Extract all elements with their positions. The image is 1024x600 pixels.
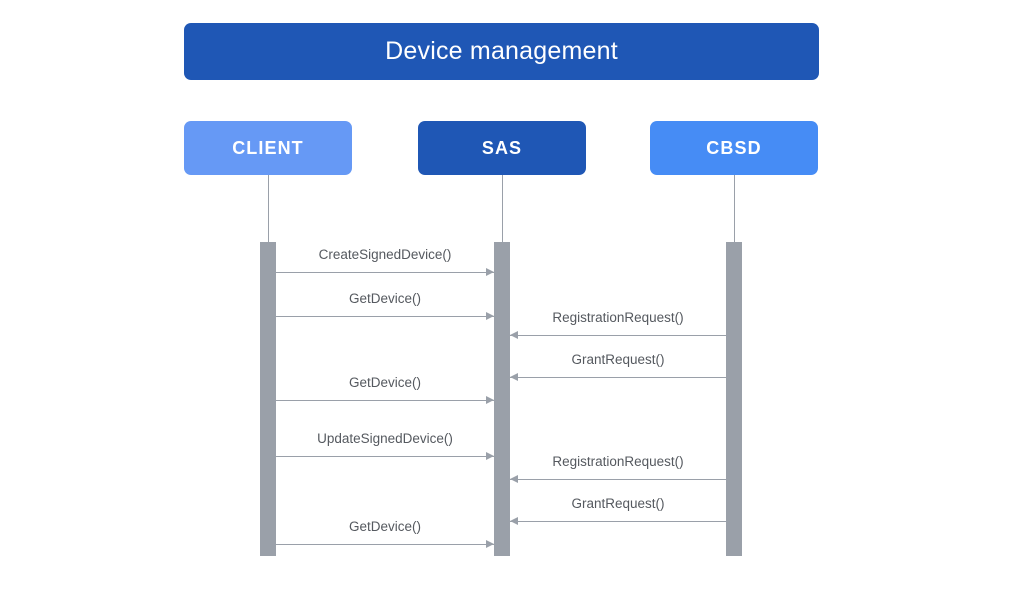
actor-box-client[interactable]: CLIENT [184,121,352,175]
message-get-device-2[interactable]: GetDevice() [276,376,494,404]
lifeline-sas [502,175,503,242]
actor-label-client: CLIENT [232,138,304,158]
arrow-head-right-icon [486,268,494,276]
arrow-head-left-icon [510,373,518,381]
arrow-head-right-icon [486,452,494,460]
message-label: GrantRequest() [571,496,665,511]
arrow-head-right-icon [486,540,494,548]
activation-bar-sas [494,242,510,556]
message-line [276,456,494,457]
activation-bar-client [260,242,276,556]
message-label: GetDevice() [348,375,421,390]
arrow-head-right-icon [486,312,494,320]
lifeline-client [268,175,269,242]
diagram-title-bar: Device management [184,23,819,80]
actor-box-sas[interactable]: SAS [418,121,586,175]
message-registration-request-1[interactable]: RegistrationRequest() [510,311,726,339]
message-line [510,479,726,480]
message-label: RegistrationRequest() [552,310,684,325]
actor-box-cbsd[interactable]: CBSD [650,121,818,175]
arrow-head-right-icon [486,396,494,404]
message-line [276,272,494,273]
message-line [276,544,494,545]
message-label: CreateSignedDevice() [318,247,452,262]
message-label: GetDevice() [348,291,421,306]
message-line [510,335,726,336]
arrow-head-left-icon [510,331,518,339]
message-grant-request-2[interactable]: GrantRequest() [510,497,726,525]
arrow-head-left-icon [510,475,518,483]
message-update-signed-device[interactable]: UpdateSignedDevice() [276,432,494,460]
message-get-device-3[interactable]: GetDevice() [276,520,494,548]
message-label: UpdateSignedDevice() [317,431,453,446]
message-line [276,316,494,317]
message-label: GrantRequest() [571,352,665,367]
arrow-head-left-icon [510,517,518,525]
message-registration-request-2[interactable]: RegistrationRequest() [510,455,726,483]
message-line [276,400,494,401]
message-label: GetDevice() [348,519,421,534]
message-grant-request-1[interactable]: GrantRequest() [510,353,726,381]
message-create-signed-device[interactable]: CreateSignedDevice() [276,248,494,276]
message-label: RegistrationRequest() [552,454,684,469]
actor-label-sas: SAS [481,138,523,158]
activation-bar-cbsd [726,242,742,556]
lifeline-cbsd [734,175,735,242]
message-line [510,377,726,378]
message-get-device-1[interactable]: GetDevice() [276,292,494,320]
actor-label-cbsd: CBSD [706,138,762,158]
diagram-title: Device management [385,37,618,65]
message-line [510,521,726,522]
